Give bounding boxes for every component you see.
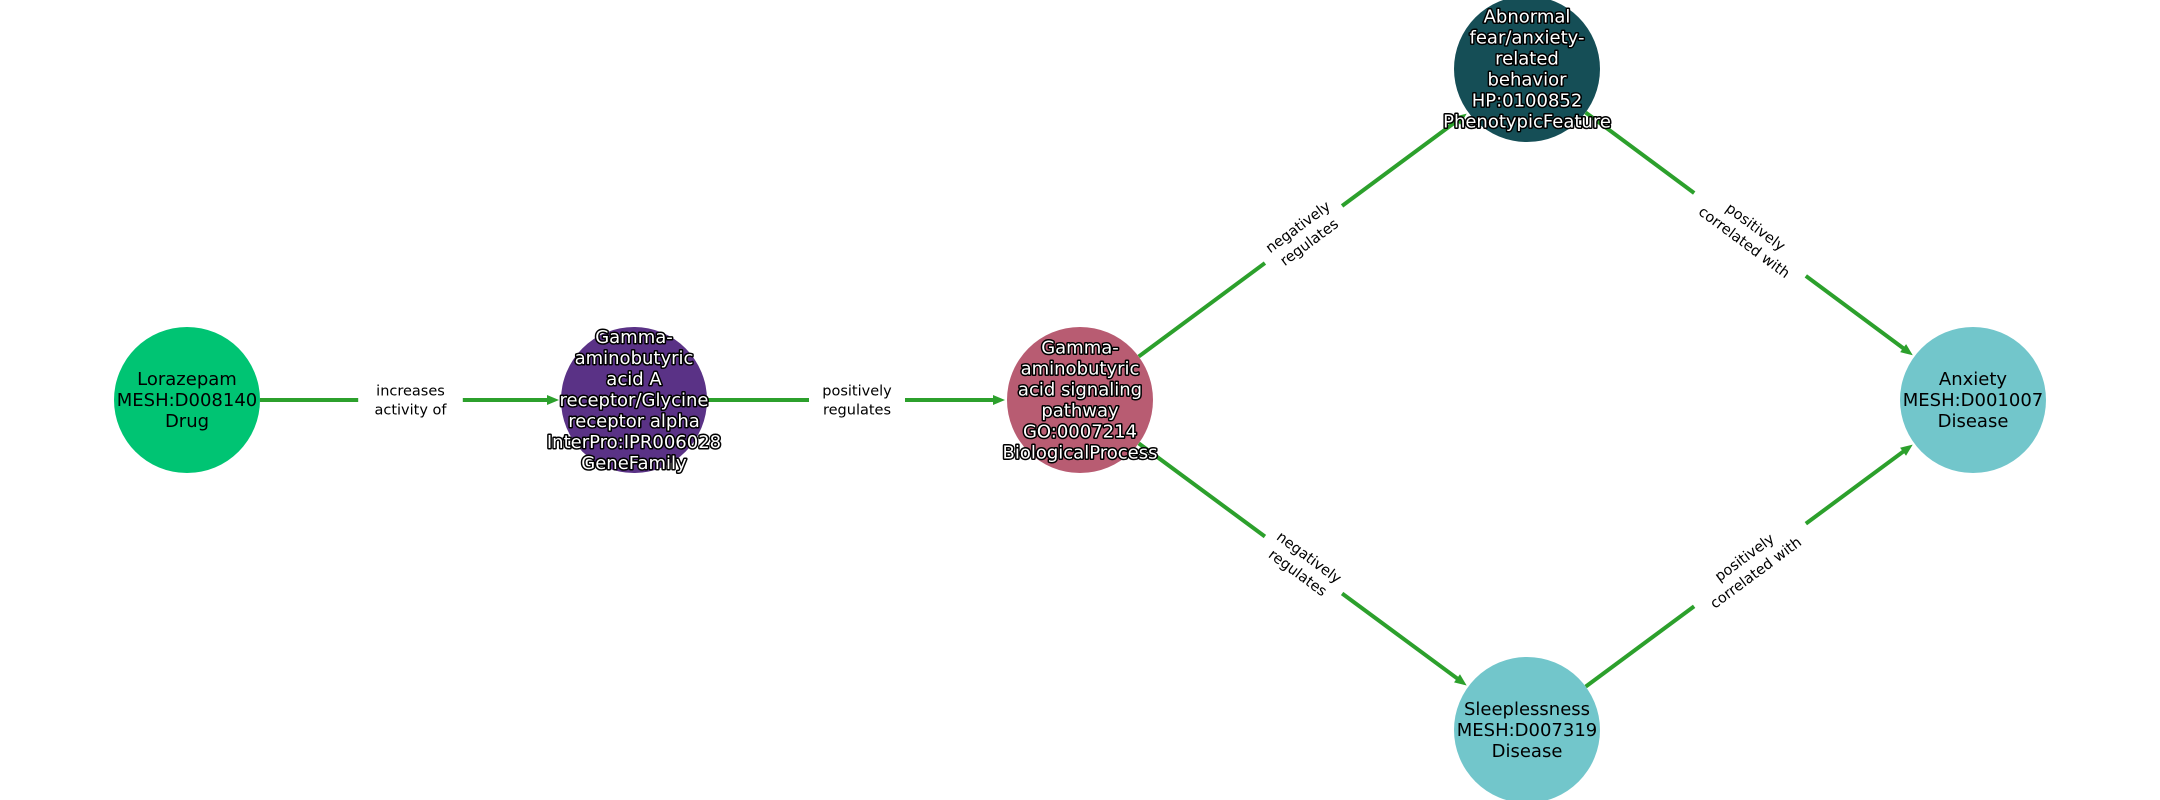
edge-label-line: positively (822, 384, 892, 400)
node-label-line: Abnormal (1484, 7, 1571, 28)
node-label-line: Sleeplessness (1464, 699, 1590, 720)
node-label-line: GO:0007214 (1023, 422, 1137, 443)
node-circle[interactable] (1454, 0, 1600, 142)
edge-label-line: regulates (823, 403, 891, 419)
edge-gaba_a-gaba_path: positively regulates (707, 378, 1005, 422)
node-label-line: MESH:D007319 (1457, 720, 1598, 741)
edge-label: positivelycorrelated with (1681, 505, 1819, 625)
arrowhead-icon (1900, 444, 1913, 456)
node-label-line: Anxiety (1939, 369, 2008, 390)
node-label-line: PhenotypicFeature (1443, 112, 1611, 133)
edge-label-line: activity of (374, 403, 447, 419)
arrowhead-icon (1454, 674, 1467, 686)
edge-abnormal-anxiety: positivelycorrelated with (1584, 110, 1913, 356)
node-label-line: Lorazepam (137, 369, 237, 390)
node-label-line: Gamma- (1041, 338, 1119, 359)
edge-label: negativelyregulates (1251, 188, 1356, 281)
node-label-line: behavior (1487, 70, 1567, 91)
arrowhead-icon (1900, 344, 1913, 356)
edge-gaba_path-sleep: negativelyregulates (1137, 441, 1467, 686)
node-label-line: Drug (165, 411, 209, 432)
node-label-line: MESH:D008140 (117, 390, 258, 411)
edge-gaba_path-abnormal: negativelyregulates (1137, 113, 1467, 359)
node-label-line: Disease (1492, 741, 1563, 762)
edge-lorazepam-gaba_a: increases activity of (260, 378, 559, 422)
edge-label: negativelyregulates (1251, 518, 1356, 612)
node-label-line: Gamma- (595, 327, 673, 348)
node-circle[interactable] (561, 327, 707, 473)
node-label-line: receptor alpha (568, 411, 700, 432)
node-circle[interactable] (1900, 327, 2046, 473)
node-label-line: GeneFamily (581, 453, 687, 474)
node-label-line: Disease (1938, 411, 2009, 432)
arrowhead-icon (993, 395, 1005, 405)
node-circle[interactable] (1007, 327, 1153, 473)
node-label-line: BiologicalProcess (1002, 443, 1157, 464)
node-label-line: receptor/Glycine (560, 390, 709, 411)
arrowhead-icon (1454, 113, 1467, 125)
node-label-line: acid signaling (1018, 380, 1142, 401)
edge-label: increases activity of (358, 378, 463, 422)
edge-label-line: increases (376, 384, 445, 400)
node-label-line: HP:0100852 (1472, 91, 1583, 112)
node-circle[interactable] (1454, 657, 1600, 800)
node-label-line: aminobutyric (1021, 359, 1140, 380)
node-label-line: MESH:D001007 (1903, 390, 2044, 411)
edge-sleep-anxiety: positivelycorrelated with (1584, 444, 1913, 689)
node-circle[interactable] (114, 327, 260, 473)
node-label-line: fear/anxiety- (1470, 28, 1585, 49)
node-label-line: related (1495, 49, 1559, 70)
node-label-line: InterPro:IPR006028 (547, 432, 721, 453)
arrowhead-icon (547, 395, 559, 405)
node-label-line: aminobutyric (575, 348, 694, 369)
node-label-line: pathway (1041, 401, 1119, 422)
edge-label: positively regulates (809, 378, 905, 422)
node-label-line: acid A (606, 369, 662, 390)
edge-label: positivelycorrelated with (1681, 175, 1819, 294)
